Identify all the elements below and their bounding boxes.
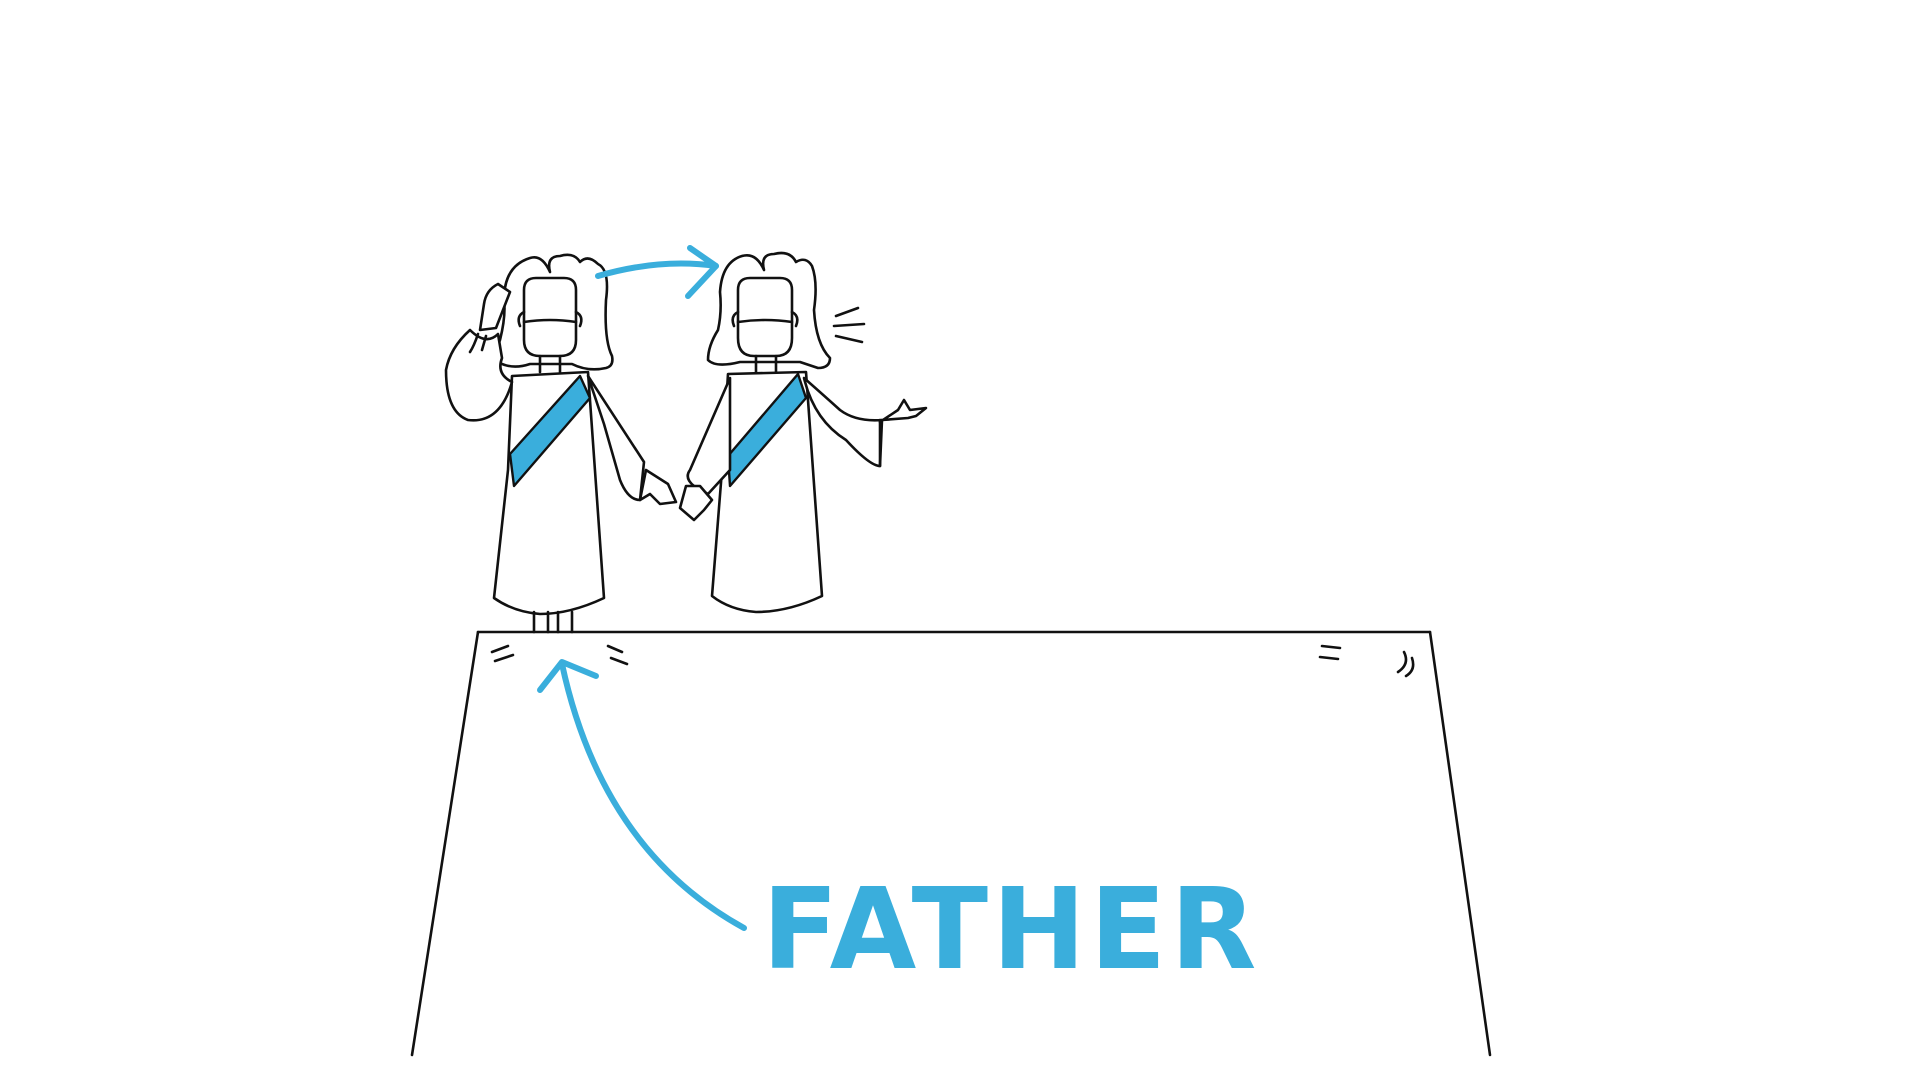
left-sash xyxy=(508,374,592,488)
right-sash xyxy=(726,372,808,488)
arrow-left-to-right-figure xyxy=(595,245,719,299)
right-figure xyxy=(678,251,928,614)
speech-lines-icon xyxy=(832,306,866,344)
father-label: FATHER xyxy=(762,865,1261,995)
platform xyxy=(410,630,1492,1057)
motion-marks-icon xyxy=(490,644,1415,678)
left-figure xyxy=(444,253,678,634)
arrow-label-to-figure xyxy=(537,659,747,931)
